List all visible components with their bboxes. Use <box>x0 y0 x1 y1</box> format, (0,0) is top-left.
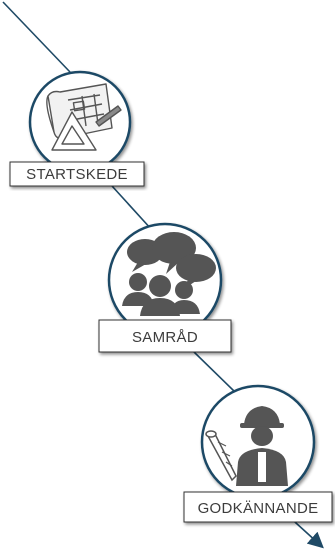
people-speech-bubbles-icon <box>122 232 216 316</box>
stage-label-box: SAMRÅD <box>98 319 232 353</box>
stage-label: SAMRÅD <box>132 329 198 346</box>
stage-label-box: GODKÄNNANDE <box>183 491 333 523</box>
construction-worker-icon <box>205 406 288 486</box>
stage-samrad: SAMRÅD <box>98 222 232 353</box>
stage-label-box: STARTSKEDE <box>9 161 145 187</box>
stage-godkannande: GODKÄNNANDE <box>183 384 333 523</box>
stage-startskede: STARTSKEDE <box>9 70 145 187</box>
blueprint-plans-icon <box>46 83 122 151</box>
flow-segment-3 <box>193 351 236 393</box>
flow-segment-2 <box>111 185 153 231</box>
stage-label: STARTSKEDE <box>26 166 128 183</box>
flow-segment-1 <box>2 1 71 73</box>
stage-label: GODKÄNNANDE <box>198 500 319 517</box>
